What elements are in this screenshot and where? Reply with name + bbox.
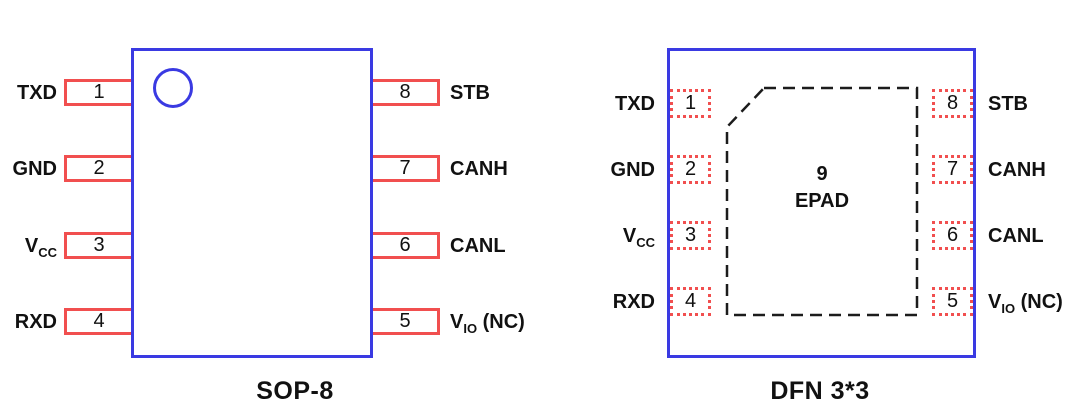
pin-number: 5: [399, 310, 411, 332]
pin-label-subscript: IO: [463, 320, 478, 336]
pin-number: 6: [946, 224, 959, 246]
dfn-caption: DFN 3*3: [770, 377, 870, 405]
sop8-package-body: [131, 48, 373, 358]
pin-label-text: TXD: [17, 81, 57, 104]
pin-label-text: GND: [610, 158, 655, 181]
pin-number: 1: [93, 81, 105, 103]
pin-label-suffix: (NC): [477, 310, 525, 333]
pin-number: 3: [684, 224, 697, 246]
sop8-pin-3-label: VCC: [0, 232, 57, 260]
sop8-pin1-indicator-circle: [153, 68, 193, 108]
pin-number: 7: [946, 158, 959, 180]
epad-label-block: 9 EPAD: [742, 161, 902, 215]
sop8-pin-1-label: TXD: [0, 79, 57, 107]
pin-label-text: STB: [450, 81, 490, 104]
pin-label-text: V: [24, 234, 39, 257]
pin-number: 5: [946, 290, 959, 312]
sop8-pin-4-label: RXD: [0, 308, 57, 336]
dfn-pin-1-label: TXD: [538, 90, 655, 118]
pin-number: 2: [93, 157, 105, 179]
pin-number: 6: [399, 234, 411, 256]
epad-label: EPAD: [794, 190, 850, 212]
pin-number: 4: [684, 290, 697, 312]
pin-label-suffix: (NC): [1015, 290, 1063, 313]
sop8-pin-7-label: CANH: [450, 155, 620, 183]
sop8-pin-7-box: 7: [370, 155, 440, 182]
pin-label-subscript: IO: [1001, 300, 1016, 316]
dfn-pin-7-label: CANH: [988, 156, 1080, 184]
pin-number: 2: [684, 158, 697, 180]
dfn-pin-8-label: STB: [988, 90, 1080, 118]
sop8-pin-5-label: VIO (NC): [450, 308, 620, 336]
sop8-pin-2-box: 2: [64, 155, 134, 182]
pin-label-subscript: CC: [636, 234, 655, 250]
pin-number: 8: [946, 92, 959, 114]
dfn-pin-5-box: 5: [932, 287, 973, 316]
pin-label-subscript: CC: [38, 244, 57, 260]
sop8-pin-2-label: GND: [0, 155, 57, 183]
dfn-pin-4-box: 4: [670, 287, 711, 316]
pin-number: 8: [399, 81, 411, 103]
sop8-pin-3-box: 3: [64, 232, 134, 259]
pin-number: 3: [93, 234, 105, 256]
sop8-pin-5-box: 5: [370, 308, 440, 335]
dfn-pin-3-label: VCC: [538, 222, 655, 250]
pin-label-text: RXD: [14, 310, 57, 333]
dfn-pin-6-label: CANL: [988, 222, 1080, 250]
sop8-pin-1-box: 1: [64, 79, 134, 106]
sop8-pin-8-box: 8: [370, 79, 440, 106]
dfn-pin-7-box: 7: [932, 155, 973, 184]
dfn-pin-3-box: 3: [670, 221, 711, 250]
dfn-pin-4-label: RXD: [538, 288, 655, 316]
pin-label-text: STB: [988, 92, 1028, 115]
dfn-pin-1-box: 1: [670, 89, 711, 118]
pin-label-text: V: [622, 224, 637, 247]
epad-number: 9: [816, 163, 828, 185]
sop8-pin-6-label: CANL: [450, 232, 620, 260]
dfn-pin-2-label: GND: [538, 156, 655, 184]
pin-label-text: CANL: [988, 224, 1044, 247]
pin-label-text: RXD: [612, 290, 655, 313]
sop8-caption: SOP-8: [256, 377, 334, 405]
pin-label-text: GND: [12, 157, 57, 180]
pin-label-text: CANL: [450, 234, 506, 257]
dfn-pin-5-label: VIO (NC): [988, 288, 1080, 316]
dfn-pin-6-box: 6: [932, 221, 973, 250]
pin-label-text: TXD: [615, 92, 655, 115]
pin-label-text: V: [450, 310, 464, 333]
dfn-package-body: [667, 48, 976, 358]
dfn-pin-8-box: 8: [932, 89, 973, 118]
epad-dashed-outline: [725, 86, 919, 317]
pin-label-text: CANH: [988, 158, 1046, 181]
sop8-pin-4-box: 4: [64, 308, 134, 335]
sop8-pin-8-label: STB: [450, 79, 620, 107]
pin-number: 4: [93, 310, 105, 332]
pin-number: 7: [399, 157, 411, 179]
pin-label-text: V: [988, 290, 1002, 313]
sop8-pin-6-box: 6: [370, 232, 440, 259]
pin-label-text: CANH: [450, 157, 508, 180]
dfn-pin-2-box: 2: [670, 155, 711, 184]
pin-number: 1: [684, 92, 697, 114]
